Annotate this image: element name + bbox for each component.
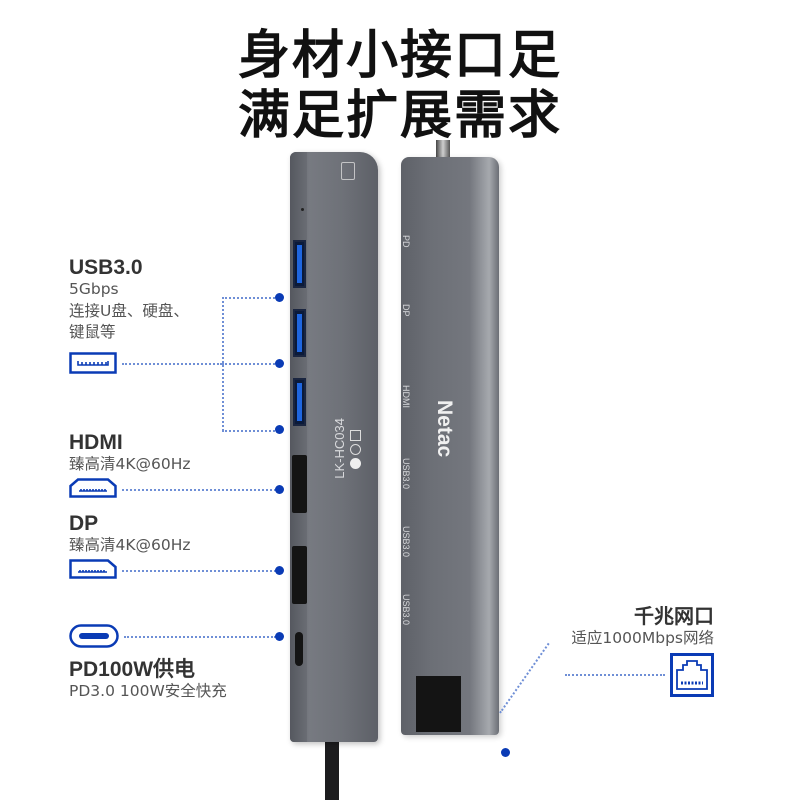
feature-dp: DP 臻高清4K@60Hz xyxy=(69,512,191,557)
dp-connector-line xyxy=(122,570,276,572)
headline-line-1: 身材小接口足 xyxy=(237,26,562,86)
side-label-usb-1: USB3.0 xyxy=(401,458,411,490)
certification-icons xyxy=(350,430,362,470)
side-label-usb-2: USB3.0 xyxy=(401,526,411,558)
usb-dot-1 xyxy=(275,293,284,302)
feature-usb: USB3.0 5Gbps 连接U盘、硬盘、 键鼠等 xyxy=(69,256,189,344)
pd-title: PD100W供电 xyxy=(69,658,196,681)
usb-connector-line-1 xyxy=(222,297,278,299)
usb-connector-line-2 xyxy=(222,363,278,365)
dp-port xyxy=(292,546,307,604)
ethernet-title: 千兆网口 xyxy=(634,604,714,628)
cable-top xyxy=(436,140,450,162)
pd-desc: PD3.0 100W安全快充 xyxy=(69,682,227,701)
ethernet-port xyxy=(416,676,461,732)
side-label-usb-3: USB3.0 xyxy=(401,594,411,626)
usb-title: USB3.0 xyxy=(69,256,143,279)
feature-pd: PD100W供电 PD3.0 100W安全快充 xyxy=(69,658,227,703)
model-label: LK-HC034 xyxy=(332,418,347,479)
usb-desc-2: 键鼠等 xyxy=(69,323,116,342)
ethernet-connector-line xyxy=(565,674,665,676)
cable-bottom xyxy=(325,738,339,800)
brand-logo: Netac xyxy=(433,400,456,458)
displayport-icon xyxy=(69,559,117,579)
usb-port-2 xyxy=(293,309,306,357)
ethernet-symbol-icon xyxy=(341,162,355,180)
hdmi-port-icon xyxy=(69,478,117,498)
usb-speed: 5Gbps xyxy=(69,280,119,299)
side-label-dp: DP xyxy=(401,304,411,317)
ethernet-desc: 适应1000Mbps网络 xyxy=(571,629,714,647)
usbc-port xyxy=(295,632,303,666)
pd-connector-line xyxy=(124,636,276,638)
headline-line-2: 满足扩展需求 xyxy=(237,86,562,146)
led-indicator xyxy=(301,208,304,211)
usb-dot-3 xyxy=(275,425,284,434)
usb-desc-1: 连接U盘、硬盘、 xyxy=(69,301,189,320)
hdmi-desc: 臻高清4K@60Hz xyxy=(69,455,191,474)
dp-dot xyxy=(275,566,284,575)
ethernet-dot xyxy=(501,748,510,757)
rj45-port-icon xyxy=(670,653,714,697)
side-label-pd: PD xyxy=(401,235,411,248)
pd-dot xyxy=(275,632,284,641)
side-label-hdmi: HDMI xyxy=(401,385,411,408)
ethernet-connector-diagonal xyxy=(499,642,550,714)
feature-hdmi: HDMI 臻高清4K@60Hz xyxy=(69,431,191,476)
dp-title: DP xyxy=(69,512,99,535)
hdmi-port xyxy=(292,455,307,513)
usb-connector-line-3 xyxy=(222,430,278,432)
usb-dot-2 xyxy=(275,359,284,368)
usb-connector-line-main xyxy=(122,363,222,365)
hdmi-dot xyxy=(275,485,284,494)
hdmi-connector-line xyxy=(122,489,276,491)
hub-top-view xyxy=(401,157,499,735)
hdmi-title: HDMI xyxy=(69,431,123,454)
usb-port-1 xyxy=(293,240,306,288)
usb-c-port-icon xyxy=(69,624,119,648)
usb-a-port-icon xyxy=(69,352,117,374)
usb-port-3 xyxy=(293,378,306,426)
dp-desc: 臻高清4K@60Hz xyxy=(69,536,191,555)
